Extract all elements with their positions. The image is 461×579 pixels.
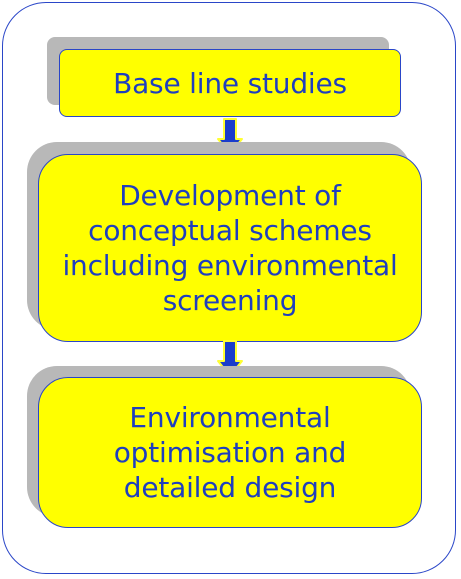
outer-frame: [2, 2, 456, 574]
step-baseline-studies: Base line studies: [59, 49, 401, 117]
step-3-text: Environmental optimisation and detailed …: [113, 400, 347, 505]
step-conceptual-schemes: Development of conceptual schemes includ…: [38, 154, 422, 342]
step-2-text: Development of conceptual schemes includ…: [62, 178, 397, 318]
step-3-line-2: optimisation and: [113, 436, 347, 469]
step-2-line-1: Development of: [119, 179, 341, 212]
step-optimisation-design: Environmental optimisation and detailed …: [38, 377, 422, 528]
step-2-line-3: including environmental: [62, 249, 398, 282]
step-1-line-1: Base line studies: [113, 66, 347, 100]
step-3-line-1: Environmental: [129, 401, 331, 434]
step-1-text: Base line studies: [113, 66, 347, 101]
step-3-line-3: detailed design: [123, 471, 337, 504]
step-2-line-4: screening: [162, 284, 298, 317]
step-2-line-2: conceptual schemes: [88, 214, 372, 247]
